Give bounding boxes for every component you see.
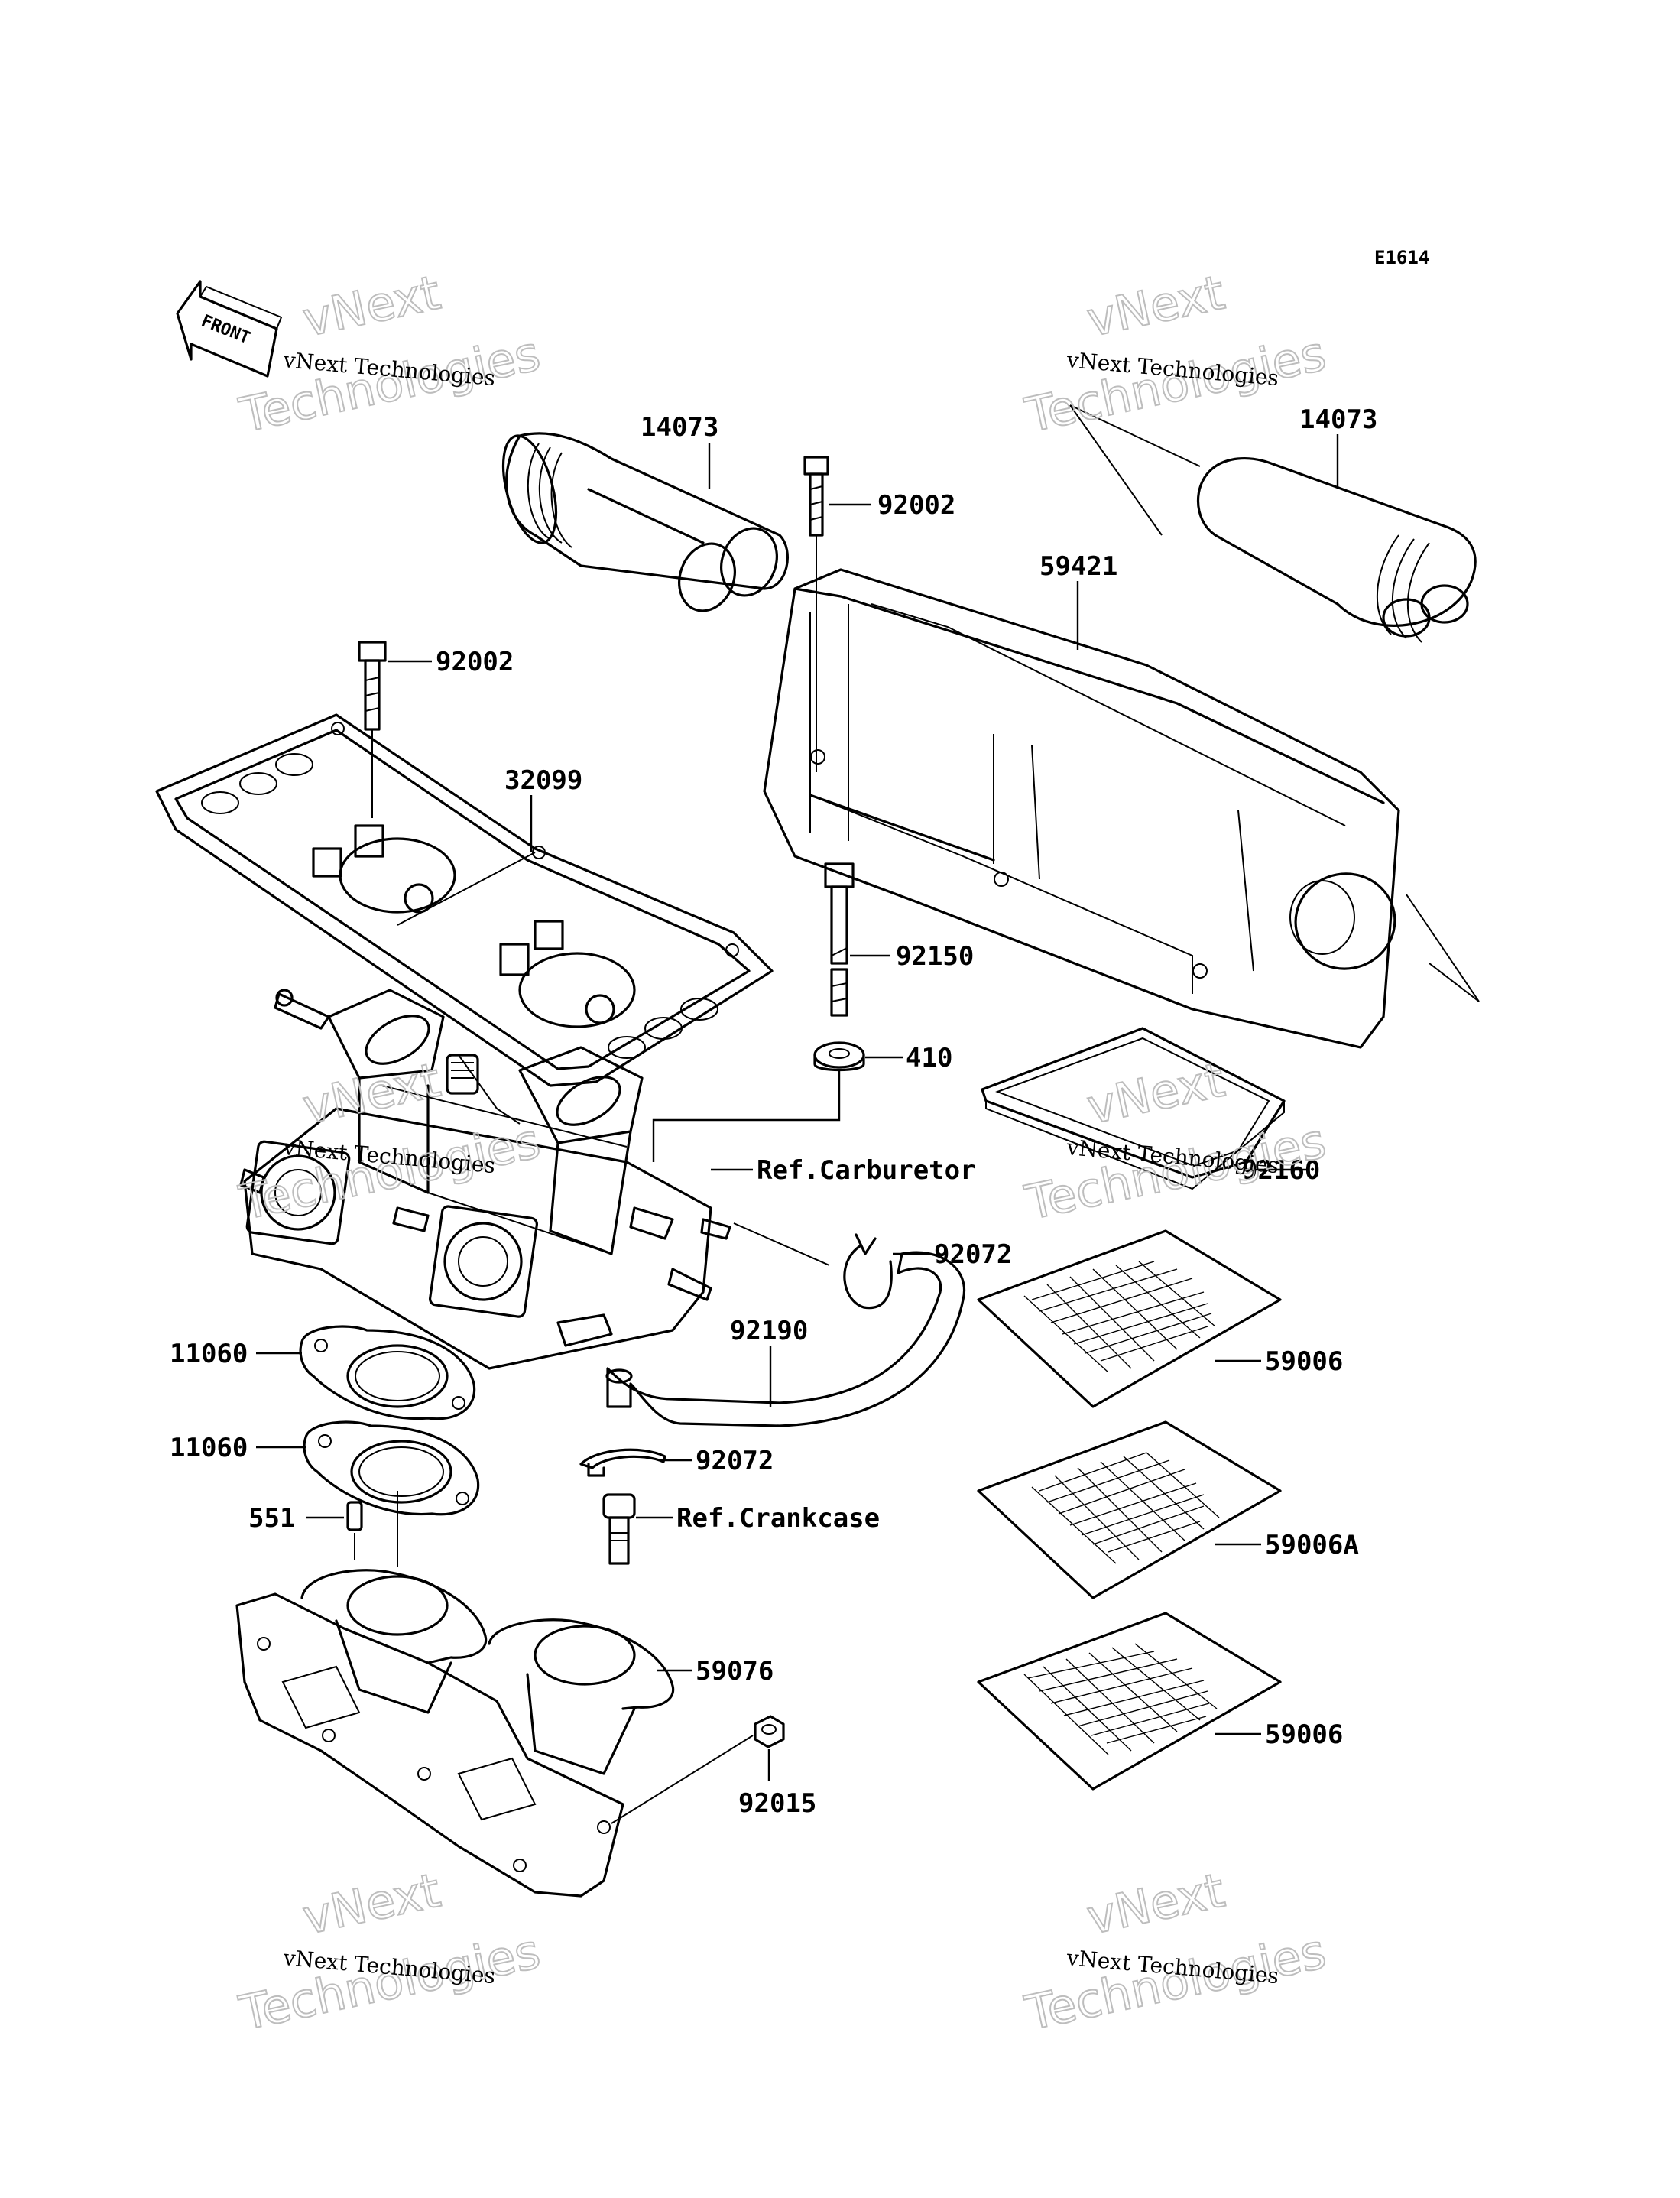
watermark-top-left: vNext Technologies vNext Technologies bbox=[234, 264, 546, 444]
watermark-bottom-left: vNext Technologies vNext Technologies bbox=[234, 1862, 546, 2042]
label-59421: 59421 bbox=[1039, 551, 1117, 582]
label-59076: 59076 bbox=[696, 1656, 774, 1687]
label-92190: 92190 bbox=[730, 1316, 808, 1346]
label-92160: 92160 bbox=[1242, 1155, 1320, 1186]
label-59006-bottom: 59006 bbox=[1265, 1719, 1343, 1750]
watermark-line3: Technologies bbox=[235, 325, 545, 443]
watermark-line1: vNext bbox=[298, 265, 445, 348]
watermark-line1: vNext bbox=[298, 1862, 445, 1946]
label-551: 551 bbox=[248, 1503, 295, 1534]
watermark-line1: vNext bbox=[1082, 1862, 1229, 1946]
label-11060-lower: 11060 bbox=[170, 1433, 248, 1463]
air-intake-tube-right bbox=[1196, 457, 1477, 643]
label-11060-upper: 11060 bbox=[170, 1339, 248, 1369]
hose-92190 bbox=[605, 1251, 966, 1427]
watermark-line3: Technologies bbox=[1020, 325, 1331, 443]
watermark-line1: vNext bbox=[298, 1052, 445, 1135]
front-label: FRONT bbox=[199, 311, 253, 348]
watermark-middle-left: vNext Technologies vNext Technologies bbox=[234, 1051, 546, 1232]
clamp-92072-lower bbox=[579, 1448, 666, 1477]
bolt-92002-top bbox=[803, 456, 829, 772]
label-410: 410 bbox=[906, 1043, 952, 1073]
label-92072-upper: 92072 bbox=[934, 1239, 1012, 1270]
label-92002-left: 92002 bbox=[436, 647, 514, 677]
nut-92015 bbox=[754, 1715, 785, 1748]
watermark-middle-right: vNext Technologies vNext Technologies bbox=[1020, 1051, 1331, 1232]
watermark-line1: vNext bbox=[1082, 1052, 1229, 1135]
front-arrow-icon: FRONT bbox=[176, 280, 283, 378]
filter-screen-59006A bbox=[977, 1420, 1282, 1599]
filter-screen-59006-top bbox=[977, 1229, 1282, 1408]
watermark-line1: vNext bbox=[1082, 265, 1229, 348]
air-intake-tube-left bbox=[501, 432, 789, 612]
watermark-line3: Technologies bbox=[1020, 1923, 1331, 2041]
watermark-top-right: vNext Technologies vNext Technologies bbox=[1020, 264, 1331, 444]
air-box-base-32099 bbox=[155, 713, 774, 1087]
label-14073-left: 14073 bbox=[641, 412, 718, 443]
label-14073-right: 14073 bbox=[1299, 404, 1377, 435]
label-59006A: 59006A bbox=[1265, 1530, 1359, 1560]
filter-screen-59006-bottom bbox=[977, 1612, 1282, 1791]
diagram-code: E1614 bbox=[1374, 247, 1429, 268]
stud-92150 bbox=[824, 862, 855, 1017]
gasket-11060-lower bbox=[303, 1420, 480, 1516]
air-box-59421 bbox=[763, 568, 1400, 1049]
watermark-bottom-right: vNext Technologies vNext Technologies bbox=[1020, 1862, 1331, 2042]
label-92150: 92150 bbox=[896, 941, 974, 972]
crankcase-fitting bbox=[602, 1493, 636, 1565]
label-59006-top: 59006 bbox=[1265, 1346, 1343, 1377]
gasket-11060-upper bbox=[299, 1325, 476, 1420]
label-92002-top: 92002 bbox=[877, 490, 955, 521]
label-92015: 92015 bbox=[738, 1788, 816, 1819]
intake-manifold-59076 bbox=[235, 1569, 675, 1898]
watermark-line3: Technologies bbox=[235, 1923, 545, 2041]
washer-410 bbox=[813, 1041, 865, 1072]
label-ref-carburetor: Ref.Carburetor bbox=[757, 1155, 976, 1186]
carburetor-assembly bbox=[239, 989, 731, 1370]
bolt-92002-left bbox=[358, 641, 387, 818]
pin-551 bbox=[346, 1501, 363, 1560]
label-ref-crankcase: Ref.Crankcase bbox=[676, 1503, 880, 1534]
clamp-92072-upper bbox=[843, 1233, 893, 1310]
label-32099: 32099 bbox=[504, 765, 582, 796]
label-92072-lower: 92072 bbox=[696, 1446, 774, 1476]
gasket-92160 bbox=[981, 1027, 1286, 1190]
